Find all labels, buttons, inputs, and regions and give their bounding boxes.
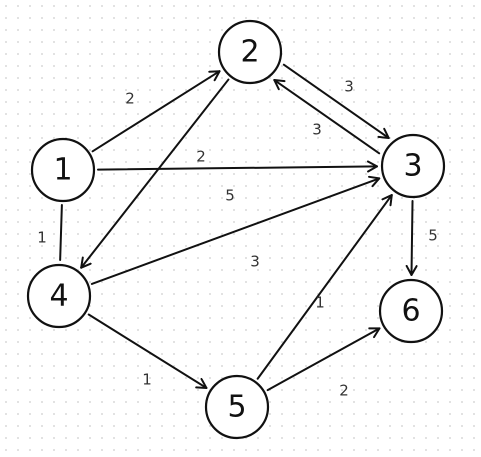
edge-3-to-2 (273, 79, 381, 155)
edge-weight-2-to-3: 3 (344, 78, 354, 96)
edge-1-to-3 (96, 160, 379, 173)
edge-5-to-6 (266, 327, 381, 392)
node-6: 6 (378, 278, 444, 344)
edge-weight-1-to-3: 5 (225, 187, 235, 205)
node-label-6: 6 (401, 294, 420, 329)
edge-1-to-2 (91, 70, 221, 153)
edge-1-to-4 (59, 203, 63, 262)
edge-4-to-5 (87, 313, 208, 389)
edge-2-to-3 (282, 63, 390, 139)
edge-weight-2-to-4: 2 (196, 148, 206, 166)
edges-layer: 2 5 1 3 3 2 3 5 1 1 2 (37, 63, 438, 400)
edge-weight-1-to-4: 1 (37, 229, 47, 247)
edge-5-to-3 (256, 194, 393, 380)
node-circle-2 (217, 19, 283, 85)
edge-3-to-6 (405, 199, 418, 277)
edge-weight-3-to-6: 5 (428, 227, 438, 245)
node-circle-1 (30, 137, 96, 203)
edge-weight-4-to-5: 1 (142, 371, 152, 389)
node-label-2: 2 (240, 35, 259, 70)
node-circle-5 (204, 374, 270, 440)
edge-4-to-3 (90, 175, 381, 285)
node-circle-4 (26, 263, 92, 329)
node-label-3: 3 (403, 149, 422, 184)
edge-weight-5-to-3: 1 (315, 294, 325, 312)
node-circle-3 (380, 133, 446, 199)
edge-2-to-4 (80, 78, 230, 269)
nodes-layer: 1 2 3 4 5 6 (26, 19, 446, 440)
node-label-4: 4 (49, 279, 68, 314)
node-2: 2 (217, 19, 283, 85)
node-1: 1 (30, 137, 96, 203)
node-3: 3 (380, 133, 446, 199)
node-5: 5 (204, 374, 270, 440)
node-label-5: 5 (227, 390, 246, 425)
node-circle-6 (378, 278, 444, 344)
node-label-1: 1 (53, 153, 72, 188)
edge-weight-3-to-2: 3 (312, 121, 322, 139)
edge-weight-5-to-6: 2 (339, 382, 349, 400)
edge-weight-1-to-2: 2 (125, 90, 135, 108)
node-4: 4 (26, 263, 92, 329)
edge-weight-4-to-3: 3 (250, 253, 260, 271)
